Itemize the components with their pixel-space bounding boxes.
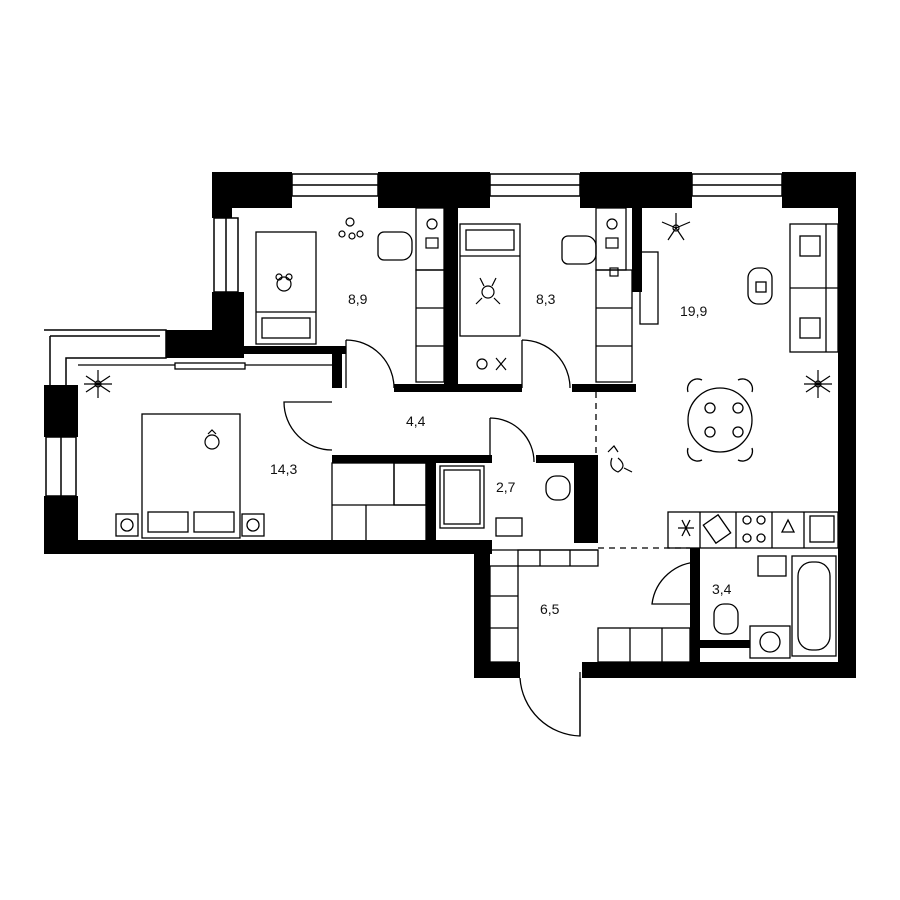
room-area-bedroom-1: 8,9: [348, 291, 368, 307]
toy-icon: [338, 217, 364, 240]
doors: [283, 339, 701, 737]
furniture: [78, 207, 839, 663]
toy-icon: [204, 429, 220, 450]
bathtub-icon: [791, 555, 837, 657]
door: [651, 561, 701, 605]
cat-icon: [607, 445, 633, 473]
plant-icon: [804, 370, 832, 398]
desk-icon: [605, 218, 619, 277]
walls: [44, 172, 856, 678]
stove-icon: [742, 515, 766, 543]
area-labels: 8,9 8,3 19,9 14,3 4,4 2,7 6,5 3,4: [270, 291, 732, 617]
washing-machine-icon: [749, 625, 791, 659]
plant-icon: [661, 213, 691, 241]
sofa-icon: [789, 223, 839, 353]
desk-icon: [425, 218, 439, 249]
bed-icon: [255, 231, 317, 345]
sink-icon: [495, 517, 523, 537]
chair-icon: [561, 235, 597, 265]
room-area-hall: 6,5: [540, 601, 560, 617]
shower-icon: [439, 465, 485, 529]
room-area-master-bedroom: 14,3: [270, 461, 297, 477]
coffee-table: [747, 267, 773, 305]
windows: [45, 173, 783, 497]
bed-icon: [115, 413, 265, 539]
toilet-icon: [713, 603, 739, 635]
teddy-bear-icon: [275, 273, 293, 292]
teddy-bear-icon: [475, 277, 501, 305]
chair-icon: [377, 231, 413, 261]
balcony: [44, 329, 167, 385]
sink-icon: [809, 515, 835, 543]
room-area-bathroom: 3,4: [712, 581, 732, 597]
room-area-bedroom-2: 8,3: [536, 291, 556, 307]
door: [345, 339, 395, 389]
door: [521, 339, 571, 389]
door: [519, 677, 581, 737]
room-area-living-kitchen: 19,9: [680, 303, 707, 319]
room-area-bathroom-small: 2,7: [496, 479, 516, 495]
plant-icon: [84, 370, 112, 398]
toy-icon: [476, 357, 507, 371]
bed-icon: [459, 223, 521, 337]
dining-table-icon: [686, 378, 754, 462]
door: [283, 401, 333, 451]
toilet-icon: [545, 475, 571, 501]
kitchen-counter: [667, 511, 839, 549]
door: [489, 417, 535, 463]
room-area-corridor: 4,4: [406, 413, 426, 429]
sink-icon: [757, 555, 787, 577]
